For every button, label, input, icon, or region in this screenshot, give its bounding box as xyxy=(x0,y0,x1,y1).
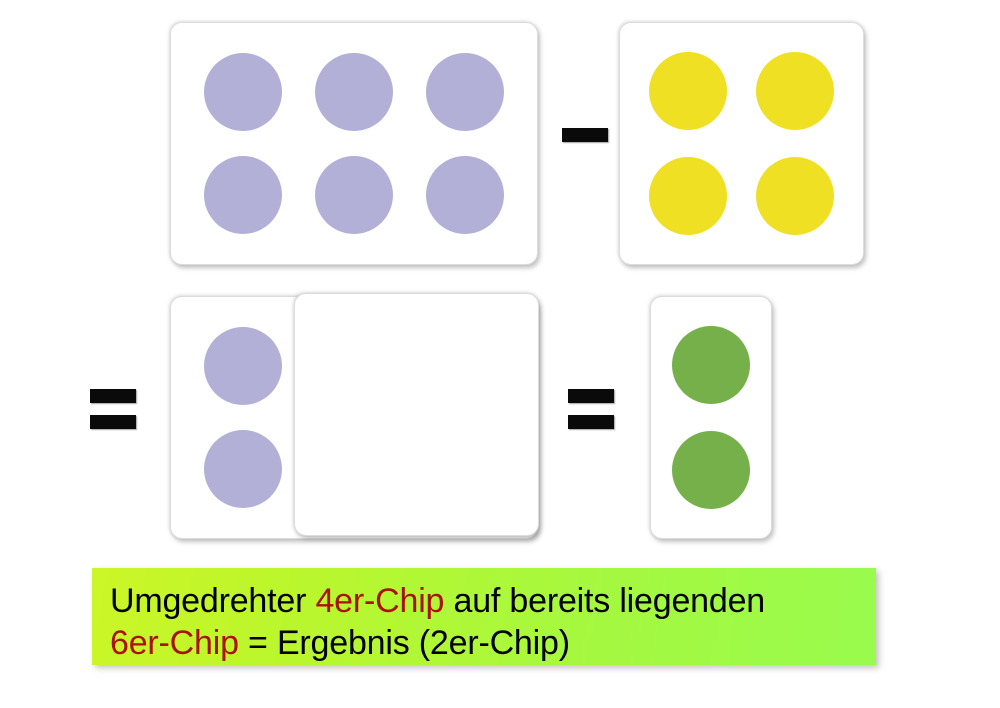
equals-bar-bottom xyxy=(90,415,136,429)
chip-six-purple[interactable] xyxy=(170,22,538,265)
purple-dot xyxy=(426,155,505,234)
caption-line2-highlight: 6er-Chip xyxy=(110,623,239,662)
purple-dot xyxy=(426,53,505,132)
green-dot xyxy=(672,326,750,405)
yellow-dot xyxy=(756,156,835,235)
caption-banner: Umgedrehter 4er-Chip auf bereits liegend… xyxy=(92,568,876,665)
minus-bar xyxy=(562,128,608,142)
caption-line1-part2: auf bereits liegenden xyxy=(444,581,766,620)
purple-dot xyxy=(314,155,393,234)
caption-line1-part1: Umgedrehter xyxy=(110,581,316,620)
caption-line-2: 6er-Chip = Ergebnis (2er-Chip) xyxy=(110,622,858,664)
chip-stack-six-with-flipped-four[interactable] xyxy=(170,293,539,539)
purple-dot xyxy=(314,53,393,132)
equals-bar-top xyxy=(568,389,614,403)
caption-line1-highlight: 4er-Chip xyxy=(315,581,445,620)
caption-line-1: Umgedrehter 4er-Chip auf bereits liegend… xyxy=(110,580,858,622)
yellow-dot xyxy=(756,52,835,131)
caption-line2-rest: = Ergebnis (2er-Chip) xyxy=(238,623,570,662)
purple-dot xyxy=(203,155,282,234)
minus-operator-icon xyxy=(562,128,608,142)
purple-dot xyxy=(203,429,282,508)
chip-four-flipped-blank[interactable] xyxy=(294,293,539,536)
chip-six-dot-grid xyxy=(171,23,537,264)
purple-dot xyxy=(203,53,282,132)
equals-operator-left-icon xyxy=(90,389,136,429)
yellow-dot xyxy=(648,52,727,131)
chip-two-dot-grid xyxy=(651,297,771,538)
chip-four-yellow[interactable] xyxy=(619,22,864,265)
green-dot xyxy=(672,430,750,509)
chip-four-dot-grid xyxy=(620,23,863,264)
equals-operator-right-icon xyxy=(568,389,614,429)
yellow-dot xyxy=(648,156,727,235)
equals-bar-bottom xyxy=(568,415,614,429)
purple-dot xyxy=(203,327,282,406)
equals-bar-top xyxy=(90,389,136,403)
chip-two-green-result[interactable] xyxy=(650,296,772,539)
